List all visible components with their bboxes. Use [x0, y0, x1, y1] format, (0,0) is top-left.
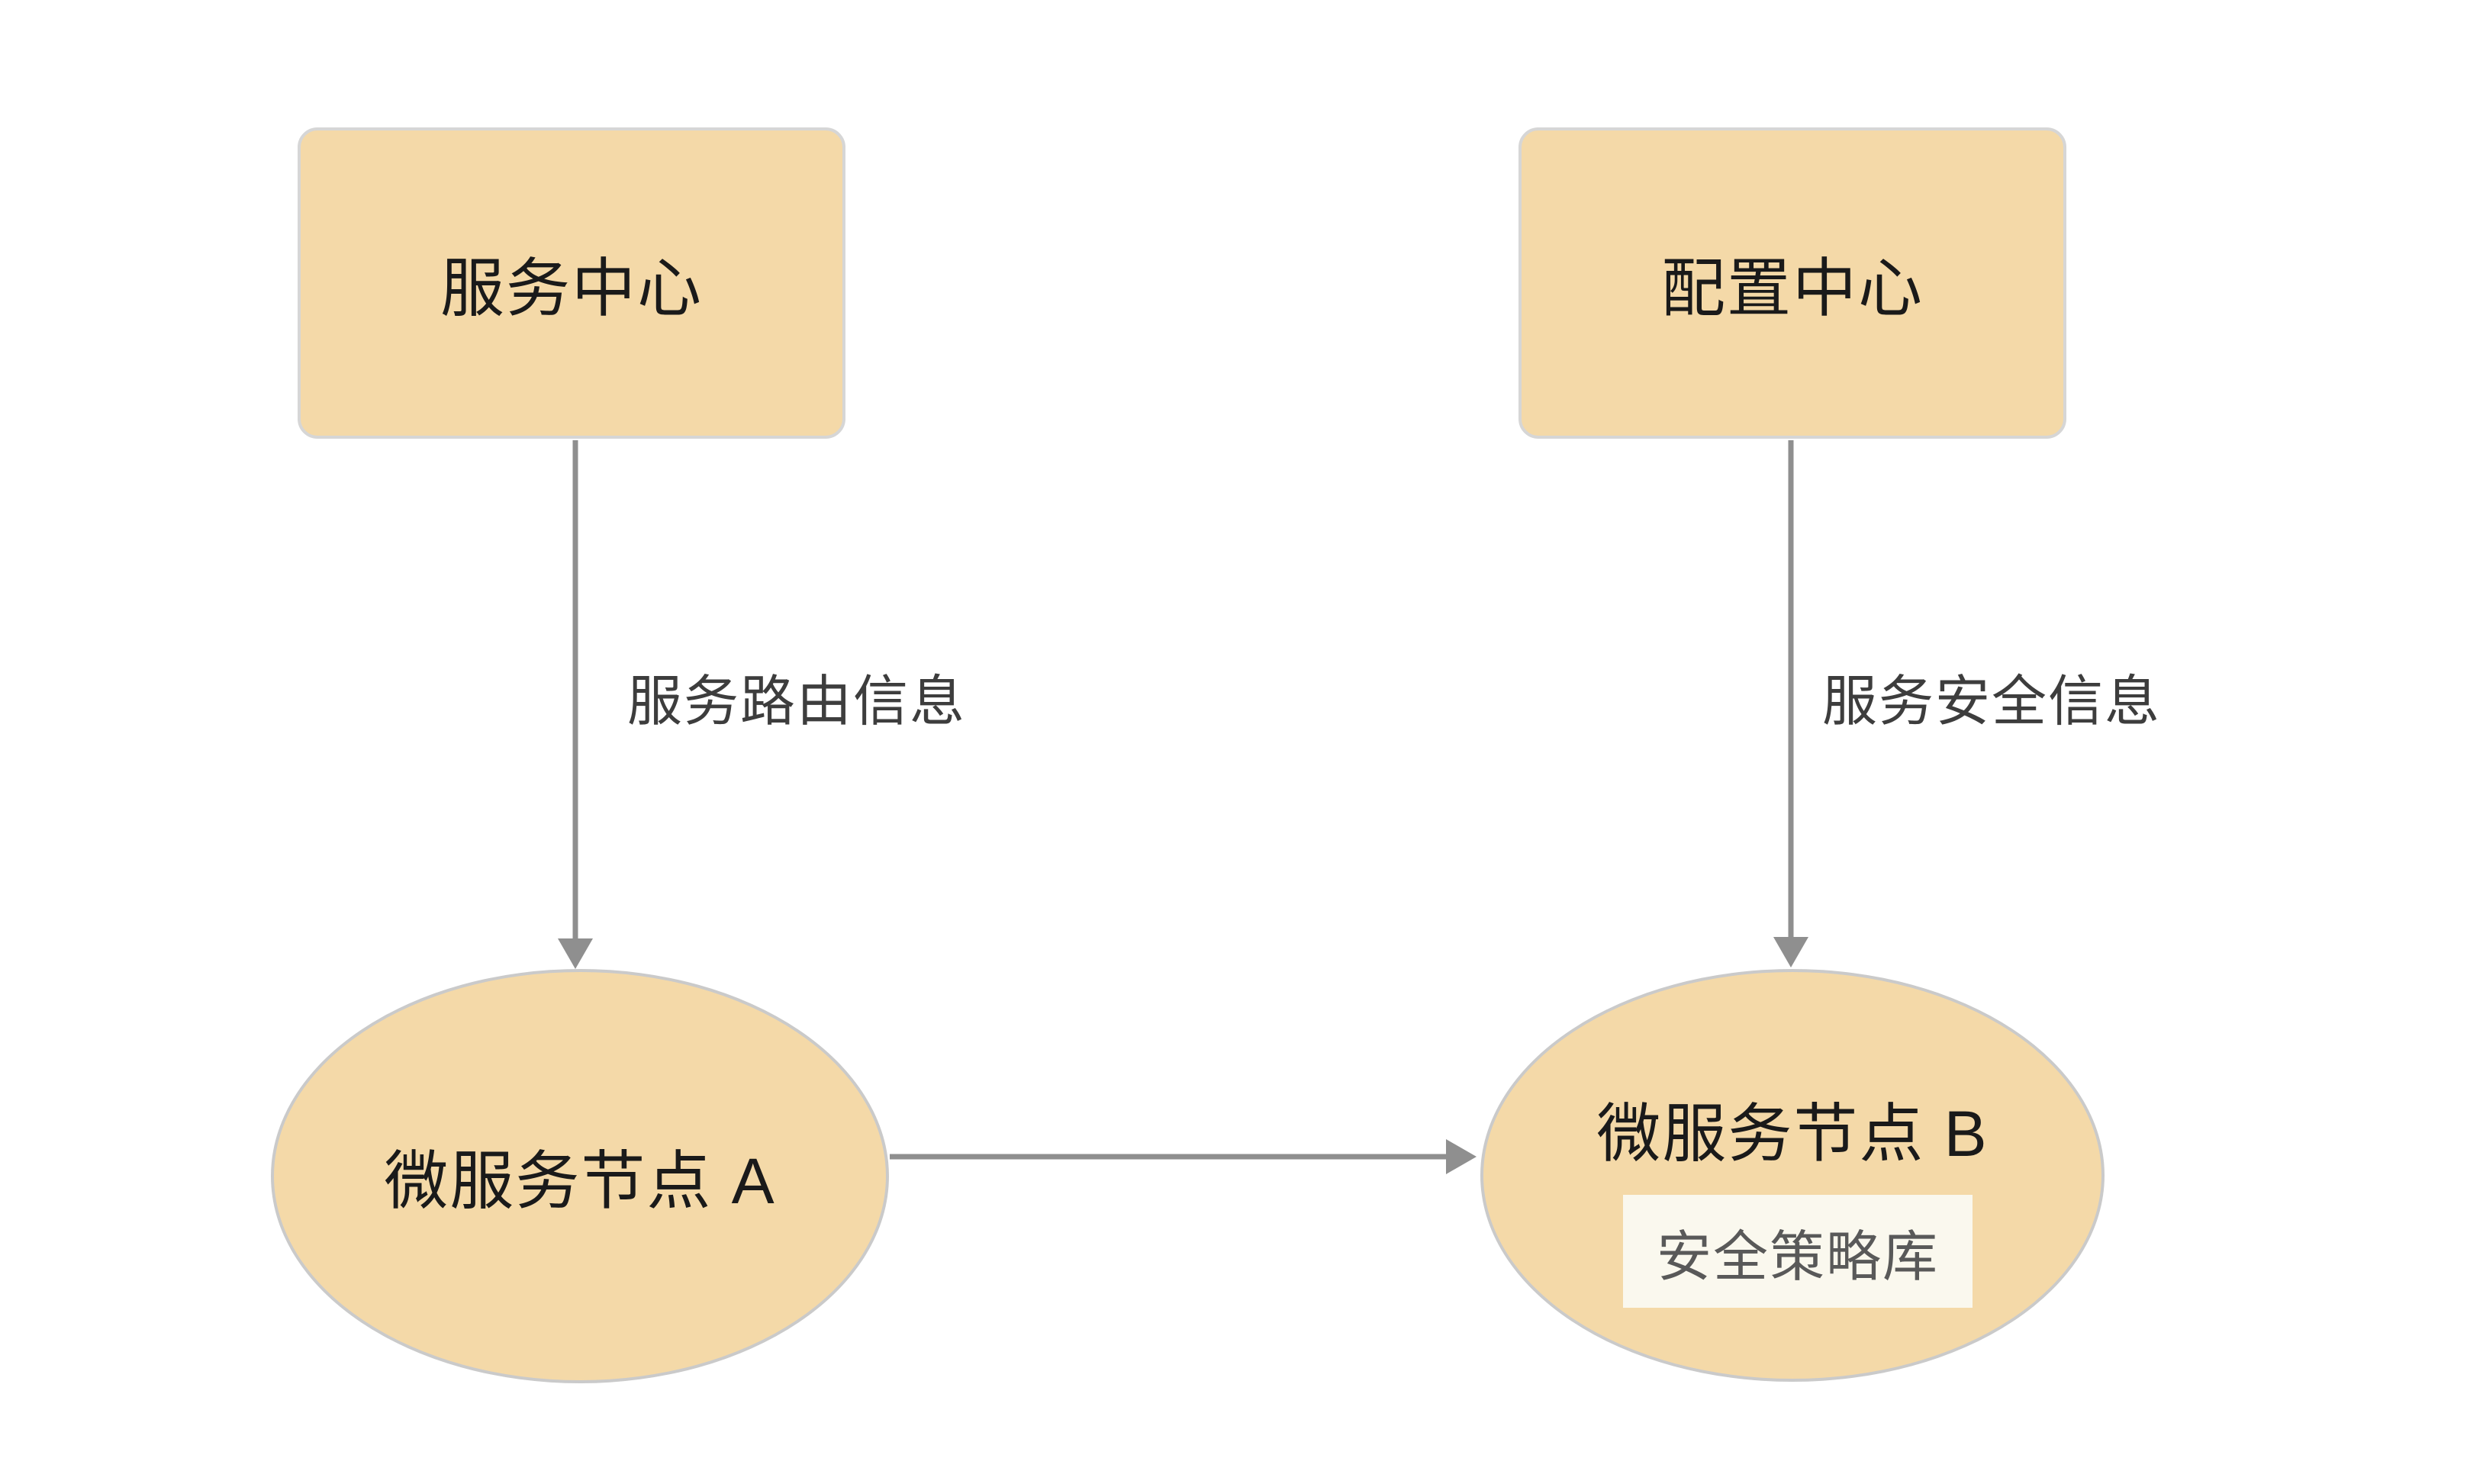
config-center-node: 配置中心 — [1518, 127, 2066, 439]
security-policy-store-label: 安全策略库 — [1656, 1226, 1939, 1288]
service-routing-edge-label: 服务路由信息 — [627, 671, 967, 732]
service-center-node: 服务中心 — [298, 127, 845, 439]
config-center-label: 配置中心 — [1660, 252, 1924, 324]
service-security-edge-label: 服务安全信息 — [1822, 671, 2162, 732]
arrow-head-down-icon — [1773, 937, 1808, 967]
microservice-node-a-label: 微服务节点 A — [384, 1145, 776, 1217]
service-center-label: 服务中心 — [440, 252, 703, 324]
arrow-head-right-icon — [1446, 1139, 1477, 1174]
microservice-node-a: 微服务节点 A — [271, 969, 889, 1383]
arrow-head-down-icon — [558, 938, 593, 969]
microservice-node-b: 微服务节点 B 安全策略库 — [1480, 969, 2105, 1382]
microservice-node-b-label: 微服务节点 B — [1596, 1098, 1989, 1170]
service-center-to-node-a-arrow — [558, 440, 593, 969]
config-center-to-node-b-arrow — [1773, 440, 1808, 967]
node-a-to-node-b-arrow — [890, 1139, 1477, 1174]
security-policy-store-box: 安全策略库 — [1623, 1195, 1973, 1308]
